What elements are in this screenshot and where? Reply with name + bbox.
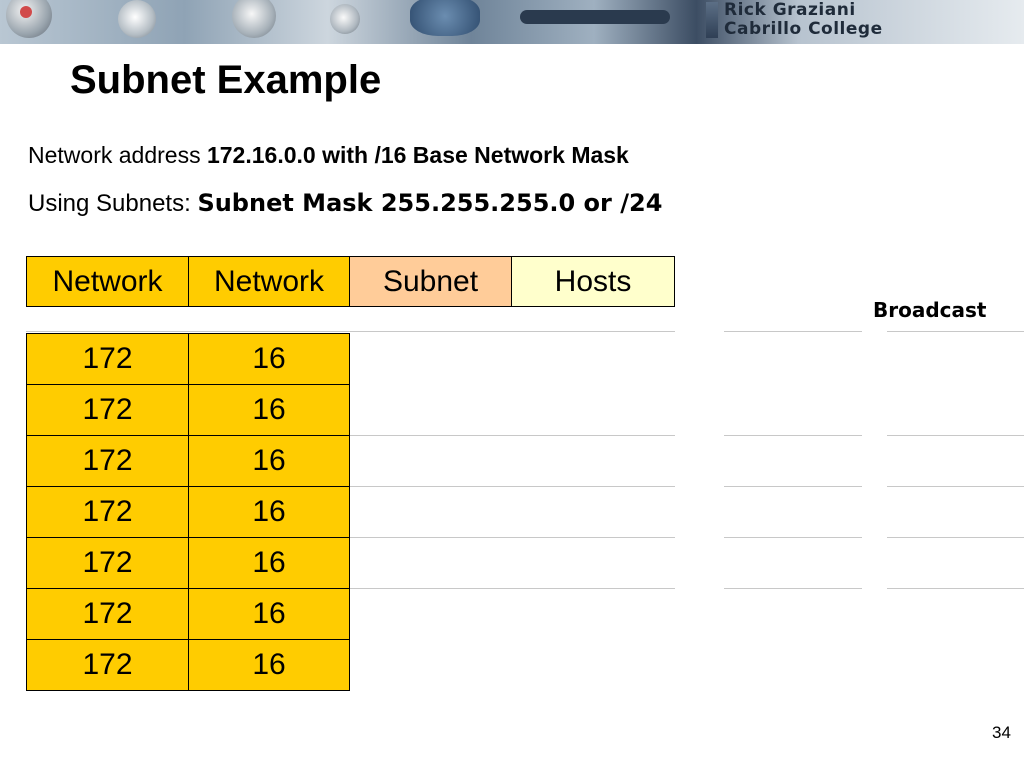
header-hosts: Hosts — [511, 256, 675, 307]
network-address-value: 172.16.0.0 with /16 Base Network Mask — [206, 142, 629, 168]
banner-image-graphic — [410, 0, 480, 36]
page-number: 34 — [992, 723, 1011, 742]
row-divider — [887, 331, 1024, 332]
cell-network-octet-1: 172 — [26, 537, 189, 589]
cell-network-octet-2: 16 — [188, 384, 350, 436]
row-divider — [887, 435, 1024, 436]
banner-image-graphic — [20, 6, 32, 18]
cell-network-octet-2: 16 — [188, 588, 350, 640]
author-college: Cabrillo College — [724, 19, 883, 39]
row-divider — [350, 588, 675, 589]
network-address-line: Network address 172.16.0.0 with /16 Base… — [28, 142, 629, 169]
cell-network-octet-2: 16 — [188, 639, 350, 691]
row-divider — [887, 588, 1024, 589]
cell-network-octet-1: 172 — [26, 639, 189, 691]
cell-network-octet-1: 172 — [26, 333, 189, 385]
subnet-mask-value: Subnet Mask 255.255.255.0 or /24 — [197, 189, 663, 217]
cell-network-octet-2: 16 — [188, 537, 350, 589]
banner-image-graphic — [330, 4, 360, 34]
row-divider — [724, 486, 862, 487]
cell-network-octet-1: 172 — [26, 588, 189, 640]
row-divider — [26, 331, 675, 332]
author-credit: Rick Graziani Cabrillo College — [724, 1, 883, 39]
banner-image-graphic — [232, 0, 276, 38]
cell-network-octet-1: 172 — [26, 435, 189, 487]
row-divider — [350, 435, 675, 436]
subnet-mask-label: Using Subnets: — [28, 190, 198, 217]
header-banner: Rick Graziani Cabrillo College — [0, 0, 1024, 44]
row-divider — [724, 435, 862, 436]
row-divider — [887, 537, 1024, 538]
subnet-mask-line: Using Subnets: Subnet Mask 255.255.255.0… — [28, 189, 662, 218]
cell-network-octet-2: 16 — [188, 333, 350, 385]
broadcast-label: Broadcast — [873, 298, 987, 322]
cell-network-octet-1: 172 — [26, 384, 189, 436]
header-network-2: Network — [188, 256, 350, 307]
header-network-1: Network — [26, 256, 189, 307]
row-divider — [350, 486, 675, 487]
cell-network-octet-2: 16 — [188, 435, 350, 487]
row-divider — [350, 537, 675, 538]
banner-logo-mark — [706, 2, 718, 38]
cell-network-octet-2: 16 — [188, 486, 350, 538]
banner-image-graphic — [520, 10, 670, 24]
header-subnet: Subnet — [349, 256, 512, 307]
slide-title: Subnet Example — [70, 58, 382, 102]
network-address-label: Network address — [28, 142, 207, 168]
row-divider — [887, 486, 1024, 487]
row-divider — [724, 537, 862, 538]
cell-network-octet-1: 172 — [26, 486, 189, 538]
author-name: Rick Graziani — [724, 0, 856, 20]
row-divider — [724, 331, 862, 332]
banner-image-graphic — [6, 0, 52, 38]
banner-image-graphic — [118, 0, 156, 38]
row-divider — [724, 588, 862, 589]
